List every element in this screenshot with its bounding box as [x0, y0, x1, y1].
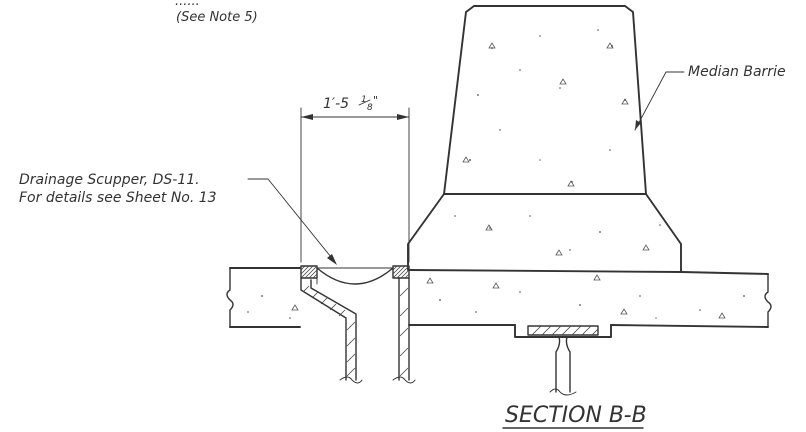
deck-slab — [226, 267, 772, 328]
dimension-fraction-den: 8 — [367, 103, 373, 113]
dimension: 1′-5 1 8 " — [300, 94, 410, 263]
top-note-partial: ...... — [175, 0, 200, 9]
dimension-fraction-num: 1 — [361, 95, 367, 105]
scupper-label-line2: For details see Sheet No. 13 — [19, 190, 217, 206]
scupper-arrowhead — [327, 254, 337, 265]
median-barrier-leader — [634, 71, 685, 131]
see-note-label: (See Note 5) — [176, 10, 258, 25]
section-title: SECTION B-B — [505, 403, 647, 428]
scupper-leader — [247, 178, 336, 263]
median-barrier — [407, 5, 682, 273]
median-barrier-label: Median Barrie — [688, 64, 786, 80]
scupper-label-line1: Drainage Scupper, DS-11. — [19, 172, 200, 188]
dimension-label: 1′-5 — [323, 96, 349, 112]
steel-girder — [514, 324, 612, 396]
median-barrier-arrowhead — [635, 120, 641, 130]
barrier-aggregate — [454, 29, 661, 256]
dimension-unit: " — [373, 94, 378, 107]
drainage-scupper — [300, 265, 416, 384]
